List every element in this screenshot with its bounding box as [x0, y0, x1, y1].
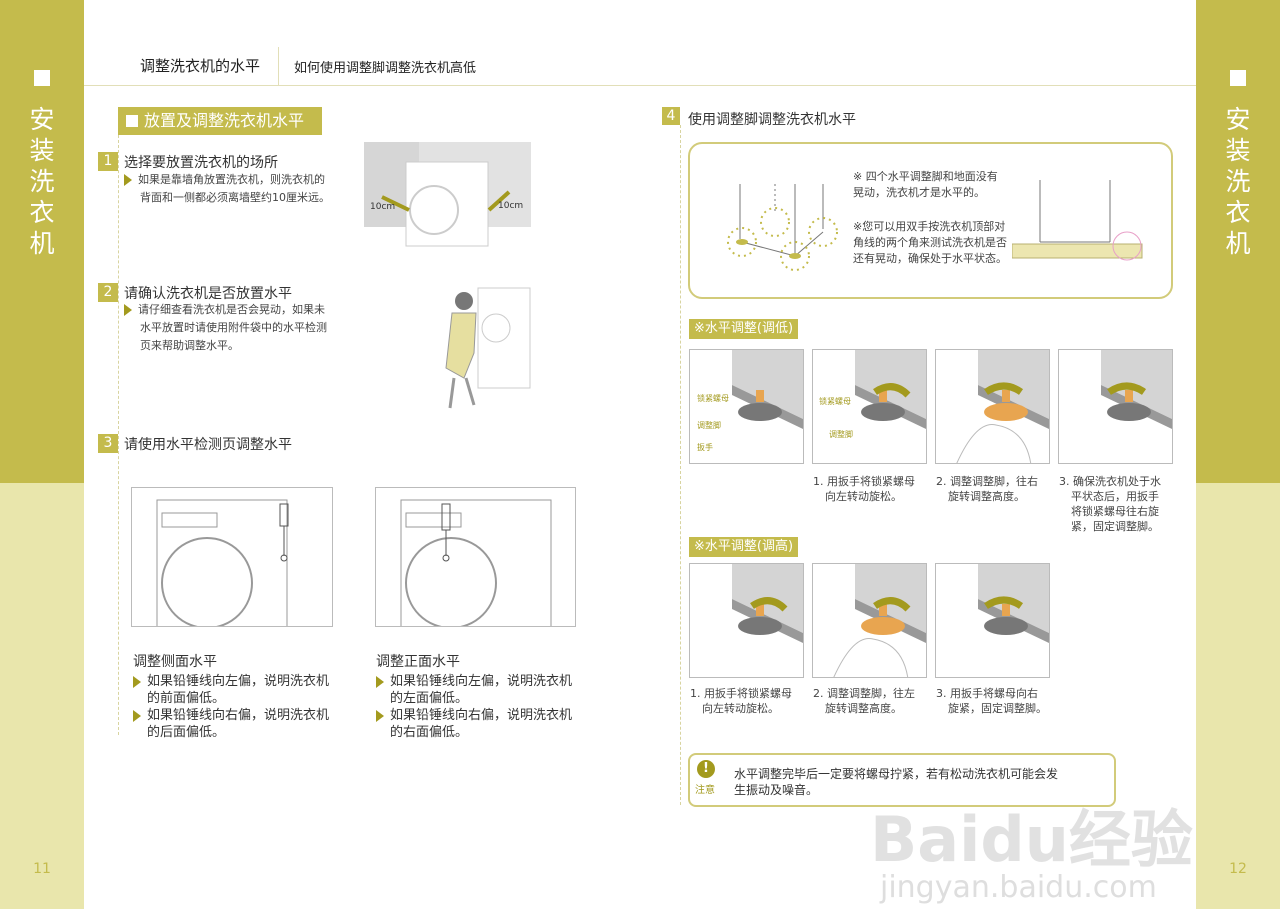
side-level-instructions: 调整侧面水平 如果铅锤线向左偏，说明洗衣机 的前面偏低。 如果铅锤线向右偏，说明…: [133, 654, 330, 740]
part-label: 调整脚: [697, 421, 721, 430]
step-caption: 1. 用扳手将锁紧螺母向左转动旋松。: [813, 475, 915, 503]
step-caption: 2. 调整调整脚，往右旋转调整高度。: [936, 475, 1038, 503]
vertical-title: 安装洗衣机: [1225, 105, 1251, 258]
step-badge: 4: [662, 107, 680, 125]
raise-level-tag: ※水平调整(调高): [689, 537, 799, 557]
step-title: 请确认洗衣机是否放置水平: [124, 286, 292, 302]
square-icon: [34, 70, 50, 86]
dashed-guide: [680, 125, 681, 805]
step-caption: 3. 确保洗衣机处于水平状态后，用扳手将锁紧螺母往右旋紧，固定调整脚。: [1059, 475, 1161, 533]
step-title: 请使用水平检测页调整水平: [124, 437, 292, 453]
floor-level-diagram: [1012, 180, 1143, 261]
triangle-bullet-icon: [124, 174, 132, 186]
caution-box: ! 注意 水平调整完毕后一定要将螺母拧紧，若有松动洗衣机可能会发生振动及噪音。: [688, 753, 1116, 807]
side-level-illustration: [131, 487, 333, 627]
header-divider: [278, 47, 279, 85]
tighten-nut-illustration: [935, 563, 1050, 678]
tighten-nut-illustration: [1058, 349, 1173, 464]
step-text: 如果是靠墙角放置洗衣机，则洗衣机的 背面和一侧都必须离墙壁约10厘米远。: [124, 171, 330, 207]
warning-icon: !: [697, 760, 715, 778]
step-text: 请仔细查看洗衣机是否会晃动，如果未 水平放置时请使用附件袋中的水平检测 页来帮助…: [124, 301, 327, 355]
right-sidebar: 安装洗衣机 12: [1196, 0, 1280, 909]
front-level-illustration: [375, 487, 576, 627]
section-banner: 放置及调整洗衣机水平: [118, 107, 322, 135]
info-text-1: ※ 四个水平调整脚和地面没有晃动，洗衣机才是水平的。: [853, 170, 998, 199]
triangle-bullet-icon: [376, 709, 384, 722]
step-caption: 2. 调整调整脚，往左旋转调整高度。: [813, 687, 915, 715]
step-badge: 3: [98, 434, 118, 453]
loosen-nut-illustration: [689, 563, 804, 678]
page-title: 调整洗衣机的水平: [140, 57, 261, 75]
square-icon: [1230, 70, 1246, 86]
feet-diagram: [727, 184, 838, 271]
loosen-nut-illustration: [812, 349, 927, 464]
step-title: 使用调整脚调整洗衣机水平: [688, 112, 856, 128]
watermark-url: jingyan.baidu.com: [880, 870, 1157, 905]
part-label: 锁紧螺母: [819, 397, 851, 406]
info-text-2: ※您可以用双手按洗衣机顶部对角线的两个角来测试洗衣机是否还有晃动，确保处于水平状…: [853, 220, 1007, 265]
corner-placement-illustration: 10cm 10cm: [364, 142, 531, 247]
section-title: 放置及调整洗衣机水平: [144, 111, 305, 130]
watermark-logo: Baidu经验: [870, 803, 1193, 876]
distance-label: 10cm: [370, 202, 396, 212]
part-label: 锁紧螺母: [697, 394, 729, 403]
page-number: 11: [33, 861, 51, 877]
lower-level-tag: ※水平调整(调低): [689, 319, 799, 339]
front-level-instructions: 调整正面水平 如果铅锤线向左偏，说明洗衣机 的左面偏低。 如果铅锤线向右偏，说明…: [376, 654, 573, 740]
step-title: 选择要放置洗衣机的场所: [124, 155, 278, 171]
dashed-guide: [118, 135, 119, 735]
part-label: 扳手: [697, 443, 713, 452]
header-rule: [84, 85, 1196, 86]
step-caption: 1. 用扳手将锁紧螺母向左转动旋松。: [690, 687, 792, 715]
step-badge: 1: [98, 152, 118, 171]
caution-label: 注意: [695, 785, 715, 796]
triangle-bullet-icon: [376, 675, 384, 688]
triangle-bullet-icon: [133, 709, 141, 722]
caption-title: 调整侧面水平: [133, 654, 217, 670]
step-caption: 3. 用扳手将螺母向右旋紧，固定调整脚。: [936, 687, 1047, 715]
distance-label: 10cm: [498, 201, 524, 211]
turn-foot-right-illustration: [935, 349, 1050, 464]
left-sidebar: 安装洗衣机 11: [0, 0, 84, 909]
page-subtitle: 如何使用调整脚调整洗衣机高低: [294, 61, 477, 76]
vertical-title: 安装洗衣机: [29, 105, 55, 258]
parts-illustration: [689, 349, 804, 464]
step-badge: 2: [98, 283, 118, 302]
caution-text: 水平调整完毕后一定要将螺母拧紧，若有松动洗衣机可能会发生振动及噪音。: [734, 767, 1059, 797]
caption-title: 调整正面水平: [376, 654, 460, 670]
part-label: 调整脚: [829, 430, 853, 439]
triangle-bullet-icon: [124, 304, 132, 316]
level-info-box: ※ 四个水平调整脚和地面没有晃动，洗衣机才是水平的。 ※您可以用双手按洗衣机顶部…: [688, 142, 1173, 299]
square-icon: [126, 115, 138, 127]
turn-foot-left-illustration: [812, 563, 927, 678]
page-number: 12: [1229, 861, 1247, 877]
triangle-bullet-icon: [133, 675, 141, 688]
woman-checking-washer-illustration: [430, 283, 535, 417]
